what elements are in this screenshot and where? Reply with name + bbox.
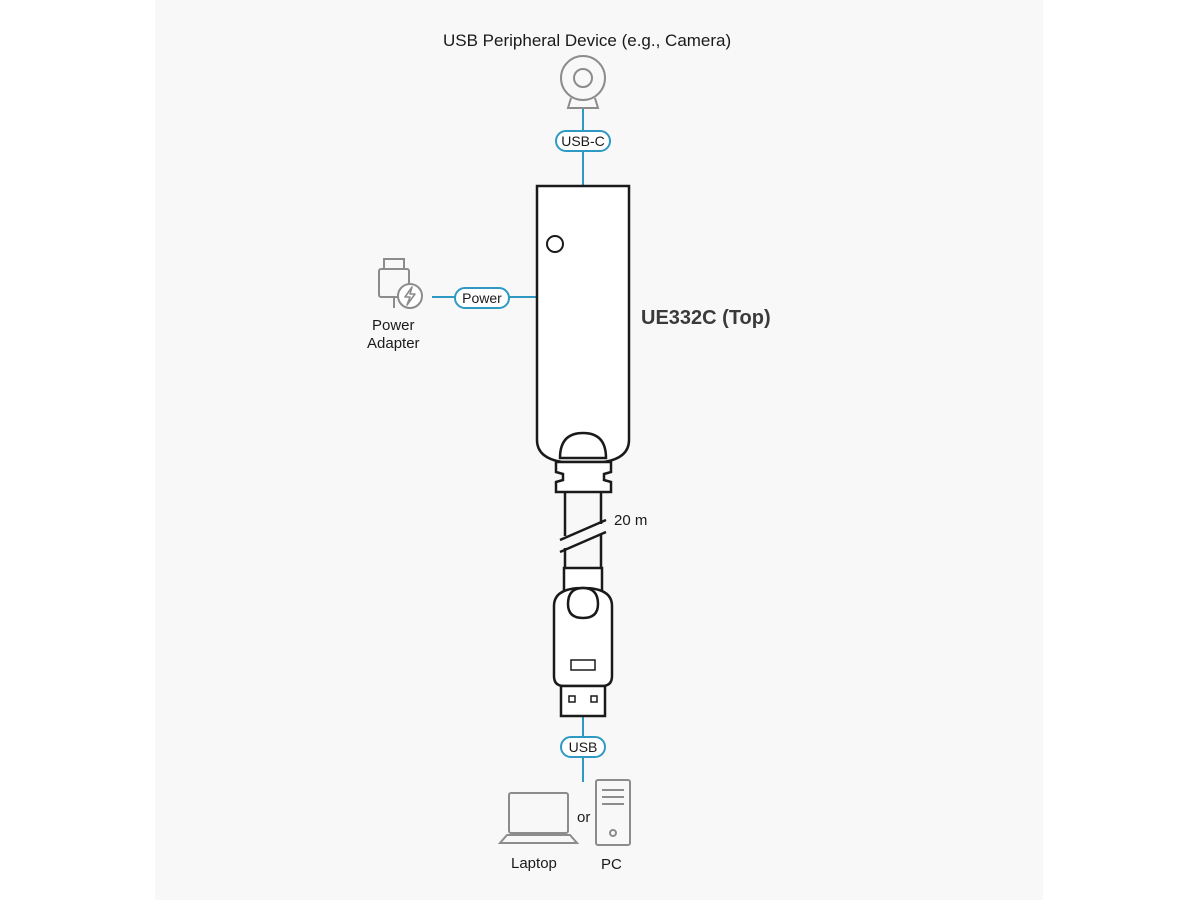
power-adapter-icon xyxy=(378,258,410,308)
lightning-icon xyxy=(397,283,423,309)
cable xyxy=(559,492,607,570)
cable-length-label: 20 m xyxy=(614,512,648,529)
peripheral-device-label: USB Peripheral Device (e.g., Camera) xyxy=(443,31,732,50)
plug-body xyxy=(552,586,614,688)
power-adapter-label-line1: Power xyxy=(372,317,415,334)
usb-a-plug xyxy=(552,566,614,718)
plug-connector xyxy=(559,684,607,718)
plug-contact-left xyxy=(568,695,576,703)
or-label: or xyxy=(577,809,591,826)
power-adapter-label-line2: Adapter xyxy=(367,335,420,352)
laptop-icon xyxy=(497,792,580,844)
usb-connector-badge: USB xyxy=(560,736,606,758)
strain-relief xyxy=(554,460,613,494)
power-connector-badge: Power xyxy=(454,287,510,309)
pc-tower-icon xyxy=(595,779,631,846)
pc-label: PC xyxy=(601,856,622,873)
extender-body xyxy=(535,184,631,464)
plug-grip xyxy=(566,586,600,620)
extender-unit xyxy=(535,184,631,494)
laptop-label: Laptop xyxy=(511,855,557,872)
plug-logo-mark xyxy=(570,659,596,671)
product-label: UE332C (Top) xyxy=(641,307,771,329)
usbc-connector-badge: USB-C xyxy=(555,130,611,152)
cable-boot xyxy=(558,431,608,460)
camera-icon xyxy=(560,55,606,109)
led-indicator xyxy=(546,235,564,253)
plug-contact-right xyxy=(590,695,598,703)
